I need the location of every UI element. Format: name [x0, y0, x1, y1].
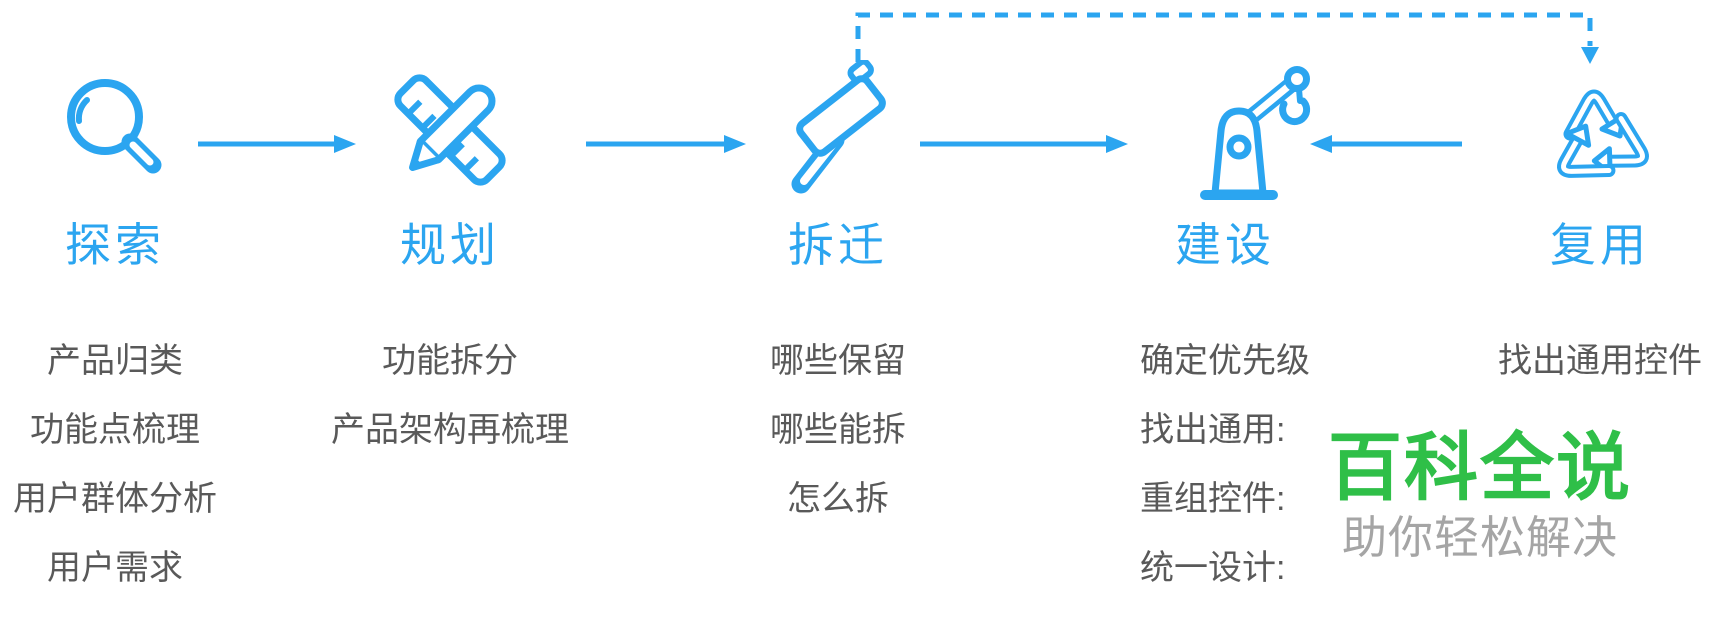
arrow-demolish-to-build: [920, 135, 1128, 153]
step-item: 用户需求: [47, 549, 183, 587]
step-item: 统一设计:: [1140, 549, 1286, 587]
watermark-title: 百科全说: [1328, 426, 1632, 509]
arrow-reuse-to-build: [1310, 135, 1462, 153]
step-item: 哪些能拆: [770, 411, 906, 449]
step-item: 找出通用:: [1140, 411, 1286, 449]
step-item: 找出通用控件: [1498, 342, 1702, 380]
step-label-plan: 规划: [400, 219, 500, 271]
step-label-explore: 探索: [65, 219, 165, 271]
arrow-explore-to-plan: [198, 135, 356, 153]
watermark-subtitle: 助你轻松解决: [1341, 512, 1618, 563]
step-item-list: 找出通用控件: [1430, 327, 1729, 396]
step-label-reuse: 复用: [1550, 219, 1650, 271]
arrow-plan-to-demolish: [586, 135, 746, 153]
step-label-build: 建设: [1175, 219, 1275, 271]
step-column-build: 建设 确定优先级 找出通用: 重组控件: 统一设计:: [1055, 55, 1395, 603]
step-item-list: 功能拆分 产品架构再梳理: [280, 327, 620, 465]
step-item-list: 哪些保留 哪些能拆 怎么拆: [668, 327, 1008, 534]
magnifier-icon: [66, 78, 161, 173]
step-item: 哪些保留: [770, 342, 906, 380]
dashed-arrow-demolish-to-reuse: [855, 12, 1599, 64]
step-item-list: 确定优先级 找出通用: 重组控件: 统一设计:: [1055, 327, 1395, 603]
step-item: 用户群体分析: [13, 480, 217, 518]
step-label-demolish: 拆迁: [788, 219, 888, 271]
step-item: 确定优先级: [1140, 342, 1310, 380]
crane-icon: [1200, 66, 1311, 200]
step-column-plan: 规划 功能拆分 产品架构再梳理: [280, 55, 620, 465]
watermark: 百科全说 助你轻松解决: [1290, 412, 1670, 602]
step-item: 重组控件:: [1140, 480, 1286, 518]
step-item-list: 产品归类 功能点梳理 用户群体分析 用户需求: [0, 327, 285, 603]
step-column-demolish: 拆迁 哪些保留 哪些能拆 怎么拆: [668, 55, 1008, 534]
step-item: 功能拆分: [382, 342, 518, 380]
step-column-explore: 探索 产品归类 功能点梳理 用户群体分析 用户需求: [0, 55, 285, 603]
ruler-pencil-icon: [394, 74, 506, 186]
step-item: 怎么拆: [787, 480, 889, 518]
step-column-reuse: 复用 找出通用控件: [1430, 55, 1729, 396]
step-item: 产品归类: [47, 342, 183, 380]
recycle-icon: [1540, 89, 1660, 209]
step-item: 产品架构再梳理: [331, 411, 569, 449]
step-item: 功能点梳理: [30, 411, 200, 449]
hammer-icon: [791, 60, 886, 194]
